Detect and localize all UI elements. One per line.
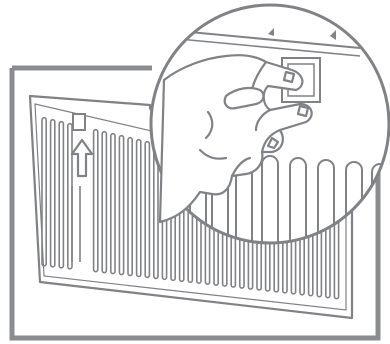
- filter-handle: [73, 114, 85, 130]
